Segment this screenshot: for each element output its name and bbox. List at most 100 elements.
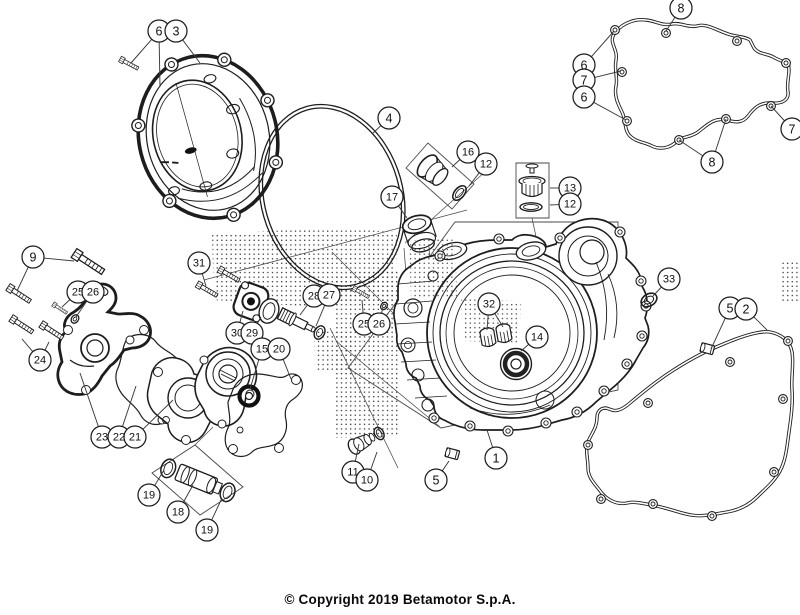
- leader-line: [770, 105, 785, 122]
- callout-21: 21: [123, 425, 147, 449]
- leader-line: [486, 429, 494, 448]
- svg-text:22: 22: [113, 432, 125, 444]
- part-impeller-shaft: [276, 306, 326, 340]
- construction-line: [194, 426, 214, 446]
- callout-31: 31: [187, 251, 211, 275]
- leader-line: [201, 273, 207, 287]
- leader-line: [282, 359, 292, 380]
- leader-line: [468, 172, 480, 187]
- svg-text:17: 17: [386, 192, 398, 204]
- svg-text:13: 13: [564, 183, 576, 195]
- leader-line: [371, 125, 382, 135]
- part-clutch-cover-main: [393, 217, 652, 437]
- copyright-text: © Copyright 2019 Betamotor S.p.A.: [284, 592, 516, 607]
- svg-text:7: 7: [581, 74, 588, 88]
- callout-5: 5: [424, 468, 448, 492]
- callout-32: 32: [477, 292, 501, 316]
- svg-text:1: 1: [493, 452, 500, 466]
- part-gasket-clutch-top: [610, 18, 791, 150]
- leader-line: [494, 313, 504, 328]
- callout-18: 18: [166, 500, 190, 524]
- svg-text:5: 5: [433, 474, 440, 488]
- callout-4: 4: [377, 106, 401, 130]
- leader-line: [79, 372, 99, 427]
- callout-9: 9: [21, 245, 45, 269]
- leader-line: [665, 16, 676, 32]
- svg-text:9: 9: [30, 251, 37, 265]
- leader-line: [486, 314, 489, 331]
- leader-line: [256, 316, 262, 324]
- svg-text:25: 25: [358, 319, 370, 331]
- leader-line: [710, 317, 726, 350]
- svg-text:33: 33: [663, 274, 675, 286]
- svg-text:19: 19: [143, 490, 155, 502]
- leader-line: [398, 205, 408, 219]
- leader-line: [381, 306, 384, 314]
- leader-line: [678, 139, 704, 157]
- leader-line: [142, 399, 174, 430]
- callout-16: 16: [456, 140, 480, 164]
- part-pump-cover-gasket: [224, 373, 303, 458]
- leader-line: [520, 343, 530, 352]
- svg-text:12: 12: [480, 159, 492, 171]
- part-dowel-left: [444, 447, 461, 461]
- svg-text:29: 29: [246, 328, 258, 340]
- svg-text:3: 3: [173, 25, 180, 39]
- leader-line: [16, 266, 29, 292]
- callout-3: 3: [164, 19, 188, 43]
- callout-14: 14: [525, 325, 549, 349]
- callout-8: 8: [669, 0, 693, 20]
- callout-17: 17: [380, 185, 404, 209]
- svg-text:30: 30: [231, 328, 243, 340]
- svg-text:12: 12: [564, 199, 576, 211]
- callout-13: 13: [558, 176, 582, 200]
- part-bushings: [479, 323, 513, 348]
- callout-6: 6: [572, 85, 596, 109]
- part-seal-ring: [258, 298, 280, 324]
- leader-line: [315, 304, 326, 327]
- svg-text:6: 6: [156, 25, 163, 39]
- part-plug-oring: [640, 292, 658, 308]
- leader-line: [122, 385, 137, 427]
- leader-line: [43, 257, 75, 262]
- part-thermostat: [518, 163, 546, 212]
- svg-text:19: 19: [201, 525, 213, 537]
- svg-text:6: 6: [581, 91, 588, 105]
- callout-7: 7: [780, 117, 800, 141]
- leader-line: [714, 118, 727, 152]
- svg-text:5: 5: [727, 302, 734, 316]
- construction-line: [329, 327, 399, 469]
- callout-12: 12: [474, 152, 498, 176]
- construction-line: [335, 340, 441, 428]
- leader-line: [21, 338, 34, 352]
- callout-10: 10: [355, 468, 379, 492]
- leader-line: [75, 300, 88, 318]
- leader-line: [249, 359, 260, 390]
- callout-33: 33: [657, 267, 681, 291]
- callout-8: 8: [700, 150, 724, 174]
- leader-line: [299, 304, 308, 316]
- leader-line: [594, 70, 622, 78]
- leader-line: [354, 443, 360, 462]
- callout-1: 1: [484, 446, 508, 470]
- group-box-2: [515, 162, 550, 219]
- svg-text:16: 16: [462, 147, 474, 159]
- svg-text:8: 8: [678, 2, 685, 16]
- callout-2: 2: [734, 297, 758, 321]
- leader-line: [182, 39, 201, 64]
- callout-24: 24: [28, 348, 52, 372]
- leader-line: [441, 460, 450, 472]
- callout-27: 27: [317, 283, 341, 307]
- part-seal-group: [416, 154, 467, 202]
- callout-19: 19: [137, 483, 161, 507]
- callout-12: 12: [558, 192, 582, 216]
- part-cover-outer: [129, 51, 285, 224]
- leader-line: [361, 299, 364, 314]
- callout-26: 26: [367, 312, 391, 336]
- callout-20: 20: [267, 337, 291, 361]
- svg-text:15: 15: [256, 344, 268, 356]
- callout-26: 26: [81, 280, 105, 304]
- leader-line: [451, 159, 461, 168]
- part-oil-cap: [401, 214, 437, 253]
- leader-line: [590, 30, 615, 58]
